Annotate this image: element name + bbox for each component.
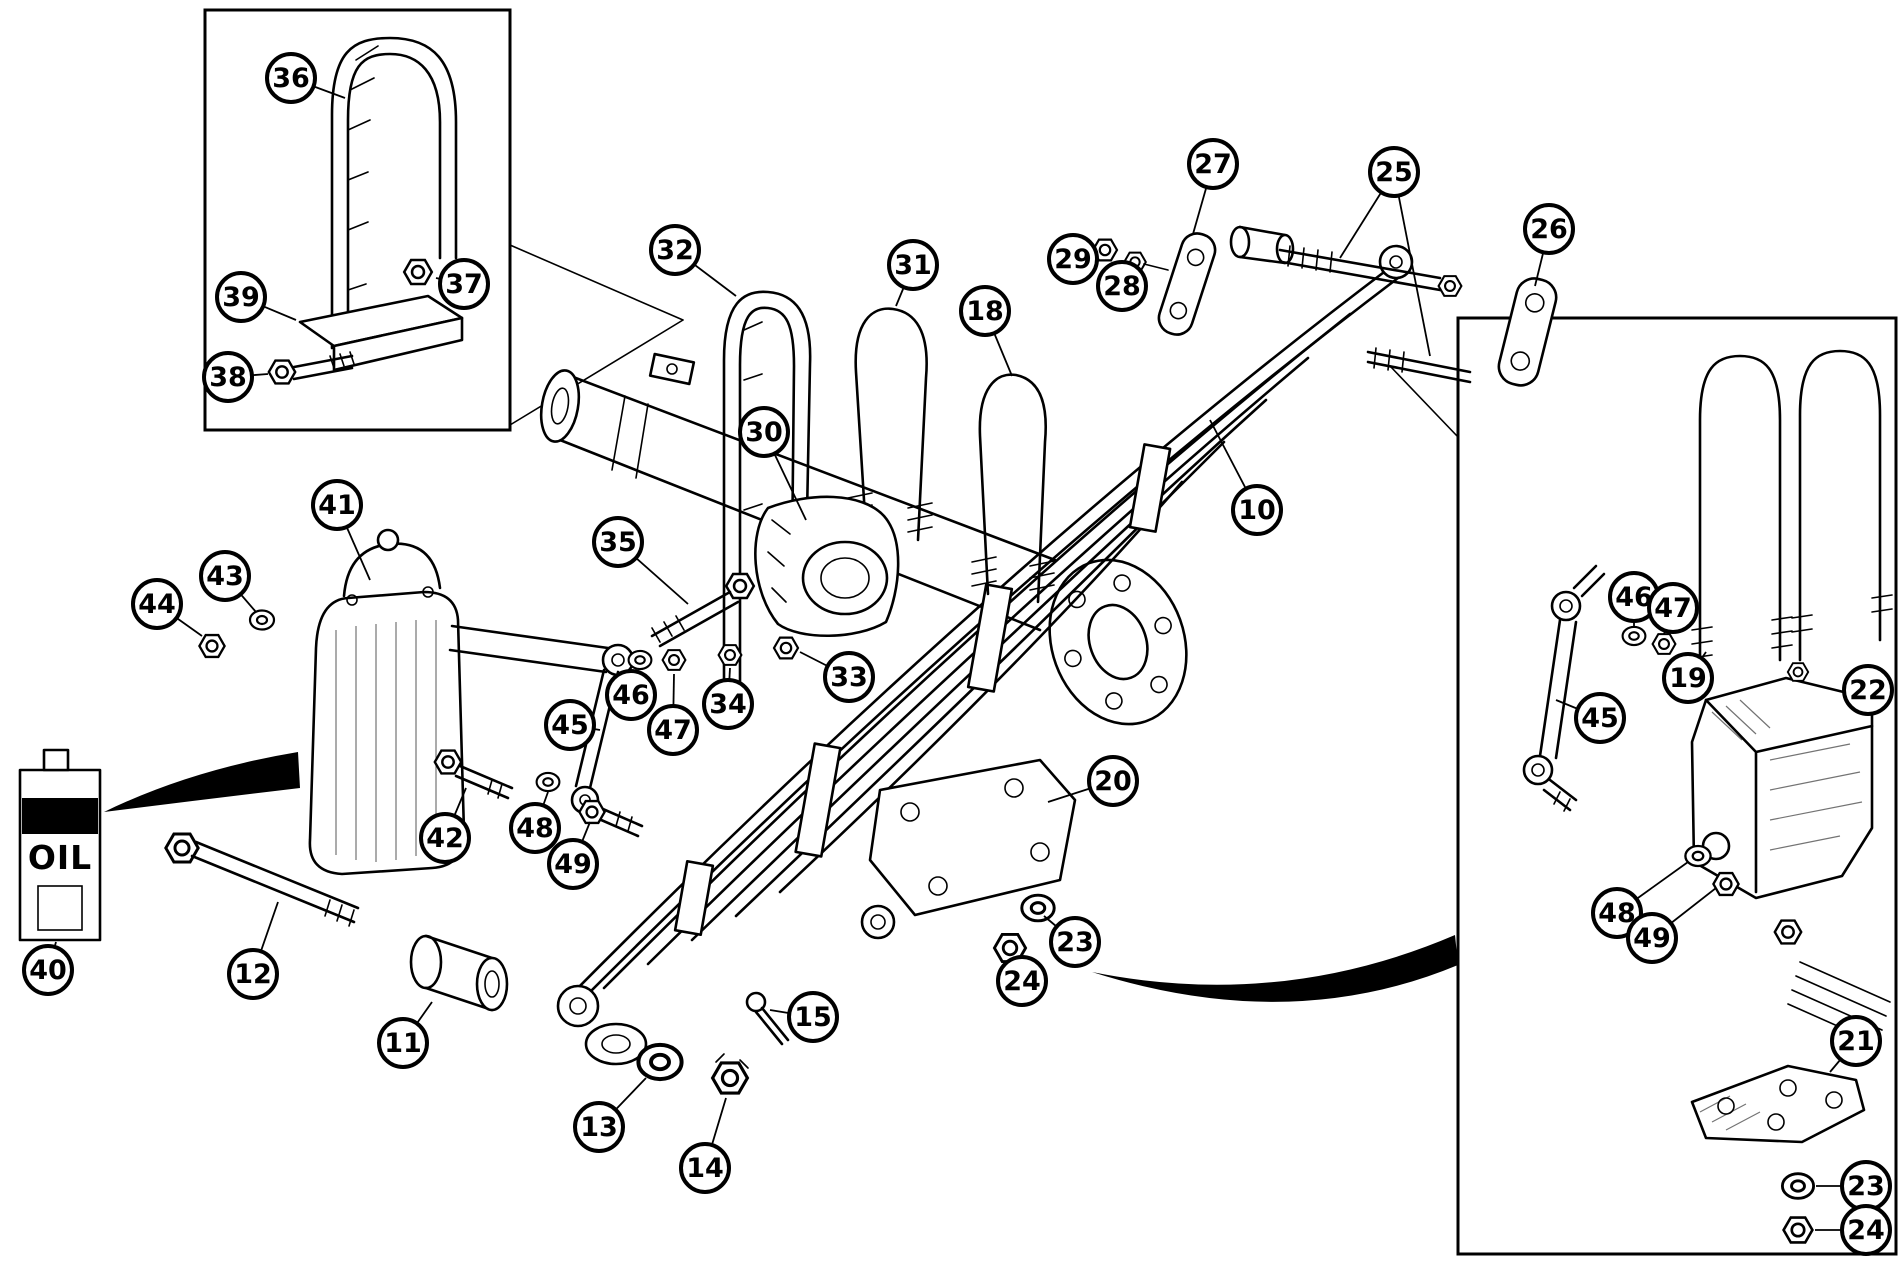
- callout-28: 28: [1096, 260, 1148, 312]
- callout-41: 41: [311, 479, 363, 531]
- axle-flange: [1048, 558, 1188, 726]
- callout-22: 22: [1842, 664, 1894, 716]
- callout-36: 36: [265, 52, 317, 104]
- callout-10: 10: [1231, 484, 1283, 536]
- callout-32: 32: [649, 224, 701, 276]
- shock-absorber: [308, 528, 644, 876]
- callout-25: 25: [1368, 146, 1420, 198]
- oil-can: [18, 748, 102, 942]
- sweep-strokes: [104, 752, 1458, 1002]
- callout-37: 37: [438, 258, 490, 310]
- callout-18: 18: [959, 285, 1011, 337]
- u-bolts-and-strap: [722, 290, 1055, 694]
- callout-45: 45: [544, 699, 596, 751]
- callout-47: 47: [1647, 582, 1699, 634]
- leaf-spring: [556, 244, 1414, 1066]
- callout-29: 29: [1047, 233, 1099, 285]
- callout-21: 21: [1830, 1015, 1882, 1067]
- callout-30: 30: [738, 406, 790, 458]
- callout-42: 42: [419, 812, 471, 864]
- rebound-strap-detail: [267, 36, 464, 385]
- callout-23: 23: [1049, 916, 1101, 968]
- spring-seat: [754, 495, 900, 638]
- callout-38: 38: [202, 351, 254, 403]
- callout-46: 46: [605, 669, 657, 721]
- callout-48: 48: [1591, 887, 1643, 939]
- callout-13: 13: [573, 1101, 625, 1153]
- callout-20: 20: [1087, 755, 1139, 807]
- fasteners-main: [198, 609, 800, 825]
- callout-44: 44: [131, 578, 183, 630]
- callout-24: 24: [1840, 1204, 1892, 1256]
- callout-24: 24: [996, 955, 1048, 1007]
- front-eye-hardware: [164, 832, 790, 1095]
- callout-34: 34: [702, 678, 754, 730]
- callout-43: 43: [199, 550, 251, 602]
- callout-39: 39: [215, 271, 267, 323]
- shackle-rear: [1278, 245, 1558, 387]
- callout-19: 19: [1662, 652, 1714, 704]
- callout-26: 26: [1523, 203, 1575, 255]
- callout-40: 40: [22, 944, 74, 996]
- callout-45: 45: [1574, 692, 1626, 744]
- callout-23: 23: [1840, 1160, 1892, 1212]
- callout-11: 11: [377, 1017, 429, 1069]
- mounting-plate: [860, 758, 1077, 963]
- callout-12: 12: [227, 948, 279, 1000]
- callout-48: 48: [509, 802, 561, 854]
- callout-35: 35: [592, 516, 644, 568]
- callout-31: 31: [887, 239, 939, 291]
- pivot-bolt: [650, 572, 756, 648]
- shackle-front: [1091, 225, 1295, 336]
- oil-can-label: OIL: [27, 838, 93, 877]
- callout-33: 33: [823, 651, 875, 703]
- callout-49: 49: [1626, 912, 1678, 964]
- callout-15: 15: [787, 991, 839, 1043]
- callout-49: 49: [547, 838, 599, 890]
- inset-boxes: [203, 8, 1898, 1256]
- callout-27: 27: [1187, 138, 1239, 190]
- callout-14: 14: [679, 1142, 731, 1194]
- callout-47: 47: [647, 704, 699, 756]
- spring-mounting-detail: [1522, 349, 1893, 1244]
